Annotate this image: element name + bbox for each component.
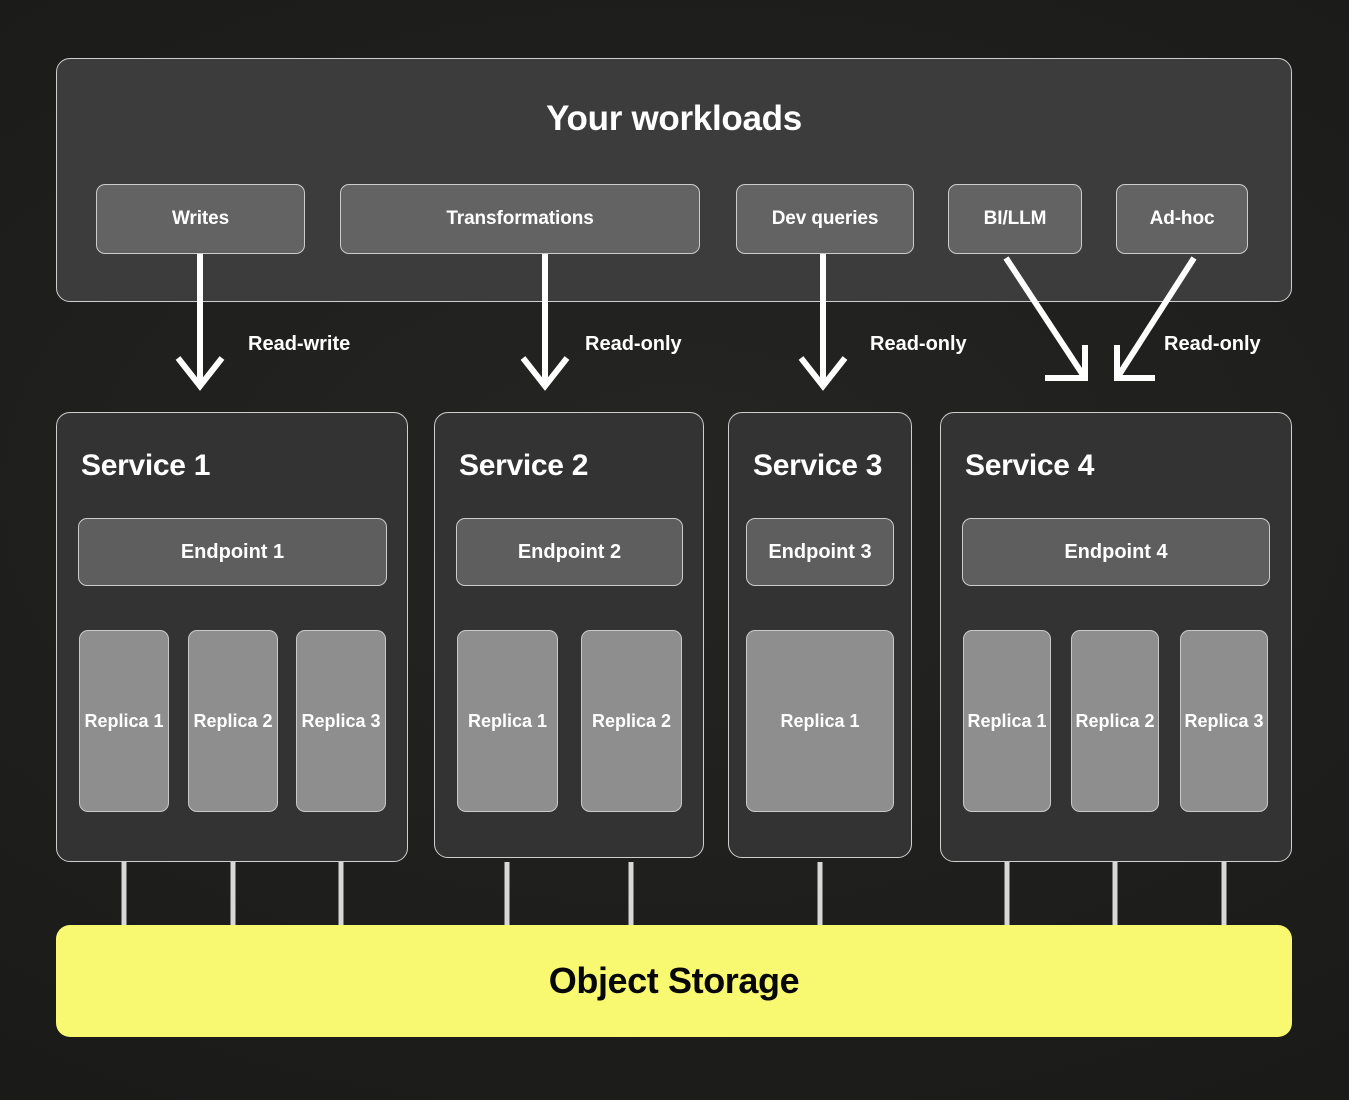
replica-label: Replica 3 xyxy=(1184,710,1264,731)
edge-label-1: Read-write xyxy=(248,333,351,355)
workload-box-label: Writes xyxy=(171,208,230,229)
endpoint-box-4[interactable]: Endpoint 4 xyxy=(962,518,1270,586)
workload-box-writes[interactable]: Writes xyxy=(96,184,305,254)
replica-label: Replica 2 xyxy=(193,710,273,731)
service-title-2: Service 2 xyxy=(459,449,589,482)
workload-box-transformations[interactable]: Transformations xyxy=(340,184,700,254)
replica-label: Replica 3 xyxy=(301,710,381,731)
replica-label: Replica 1 xyxy=(467,710,548,731)
replica-box-s1-r2[interactable]: Replica 2 xyxy=(188,630,278,812)
object-storage-label: Object Storage xyxy=(548,960,800,1001)
workload-box-label: Dev queries xyxy=(771,208,879,229)
replica-box-s4-r2[interactable]: Replica 2 xyxy=(1071,630,1159,812)
replica-box-s2-r2[interactable]: Replica 2 xyxy=(581,630,682,812)
replica-label: Replica 1 xyxy=(967,710,1047,731)
service-title-4: Service 4 xyxy=(965,449,1095,482)
workload-box-label: Ad-hoc xyxy=(1149,208,1215,229)
workload-box-label: Transformations xyxy=(446,208,594,229)
replica-box-s2-r1[interactable]: Replica 1 xyxy=(457,630,558,812)
workload-box-dev-queries[interactable]: Dev queries xyxy=(736,184,914,254)
service-title-3: Service 3 xyxy=(753,449,883,482)
replica-label: Replica 2 xyxy=(1075,710,1155,731)
service-title-1: Service 1 xyxy=(81,449,211,482)
edge-label-3: Read-only xyxy=(870,333,967,355)
endpoint-box-2[interactable]: Endpoint 2 xyxy=(456,518,683,586)
endpoint-label: Endpoint 3 xyxy=(768,540,872,563)
workload-box-label: BI/LLM xyxy=(983,208,1047,229)
replica-box-s4-r3[interactable]: Replica 3 xyxy=(1180,630,1268,812)
edge-label-2: Read-only xyxy=(585,333,682,355)
workload-box-bi-llm[interactable]: BI/LLM xyxy=(948,184,1082,254)
workloads-title: Your workloads xyxy=(546,99,802,138)
arrow-billm-head xyxy=(1045,345,1088,381)
endpoint-box-3[interactable]: Endpoint 3 xyxy=(746,518,894,586)
arrow-devqueries-head xyxy=(798,356,848,391)
replica-box-s1-r3[interactable]: Replica 3 xyxy=(296,630,386,812)
replica-label: Replica 1 xyxy=(780,710,860,731)
arrow-writes-head xyxy=(175,356,225,391)
endpoint-label: Endpoint 1 xyxy=(180,540,285,563)
endpoint-label: Endpoint 4 xyxy=(1064,540,1168,563)
replica-label: Replica 1 xyxy=(84,710,164,731)
replica-to-storage-connectors xyxy=(121,862,1227,925)
replica-label: Replica 2 xyxy=(591,710,672,731)
workload-box-ad-hoc[interactable]: Ad-hoc xyxy=(1116,184,1248,254)
replica-box-s1-r1[interactable]: Replica 1 xyxy=(79,630,169,812)
endpoint-box-1[interactable]: Endpoint 1 xyxy=(78,518,387,586)
edge-label-4: Read-only xyxy=(1164,333,1261,355)
arrow-transformations-head xyxy=(520,356,570,391)
arrow-adhoc-head xyxy=(1114,345,1155,381)
replica-box-s3-r1[interactable]: Replica 1 xyxy=(746,630,894,812)
workloads-panel: Your workloads xyxy=(56,58,1292,302)
object-storage-bar: Object Storage xyxy=(56,925,1292,1037)
endpoint-label: Endpoint 2 xyxy=(517,540,622,563)
replica-box-s4-r1[interactable]: Replica 1 xyxy=(963,630,1051,812)
